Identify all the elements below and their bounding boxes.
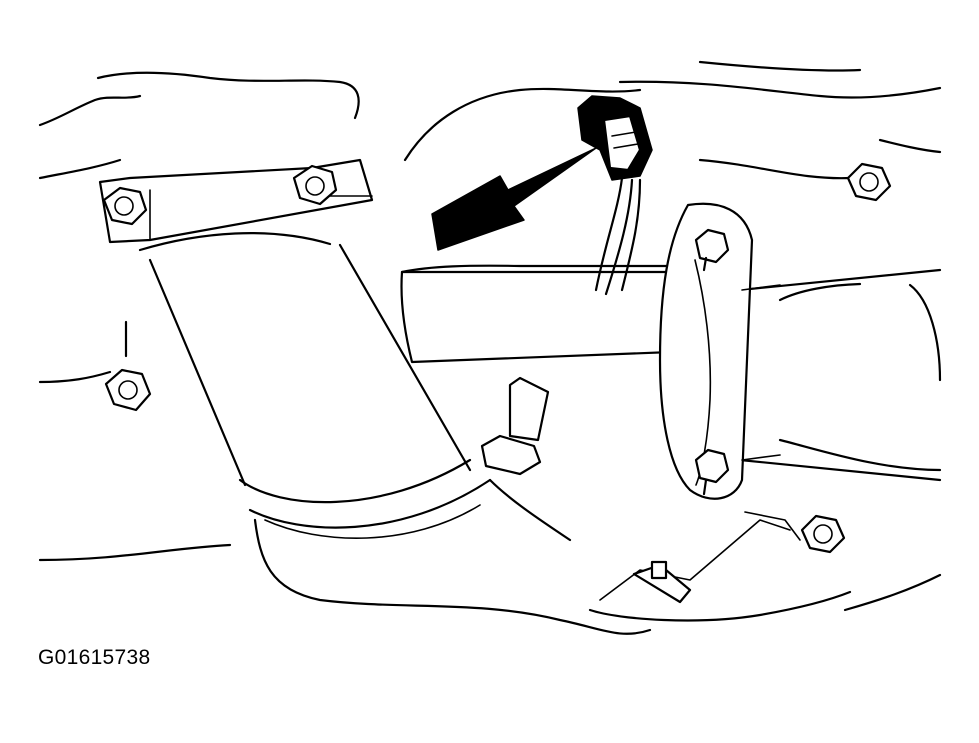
bolt-icon bbox=[104, 368, 152, 412]
bolt-icon bbox=[102, 186, 148, 226]
arrow-icon bbox=[431, 147, 597, 251]
sensor-wire-harness bbox=[594, 176, 642, 296]
sensor-connector bbox=[577, 95, 653, 181]
mounting-bracket bbox=[599, 511, 801, 604]
bolt-icon bbox=[800, 514, 846, 554]
figure-id-label: G01615738 bbox=[38, 646, 151, 669]
bolt-icon bbox=[292, 164, 338, 206]
nut-icon bbox=[694, 228, 730, 272]
oxygen-sensor bbox=[480, 376, 550, 476]
bolt-icon bbox=[846, 162, 892, 202]
exhaust-front-pipe bbox=[123, 186, 652, 635]
underbody-outline bbox=[38, 60, 942, 622]
nut-icon bbox=[694, 448, 730, 496]
